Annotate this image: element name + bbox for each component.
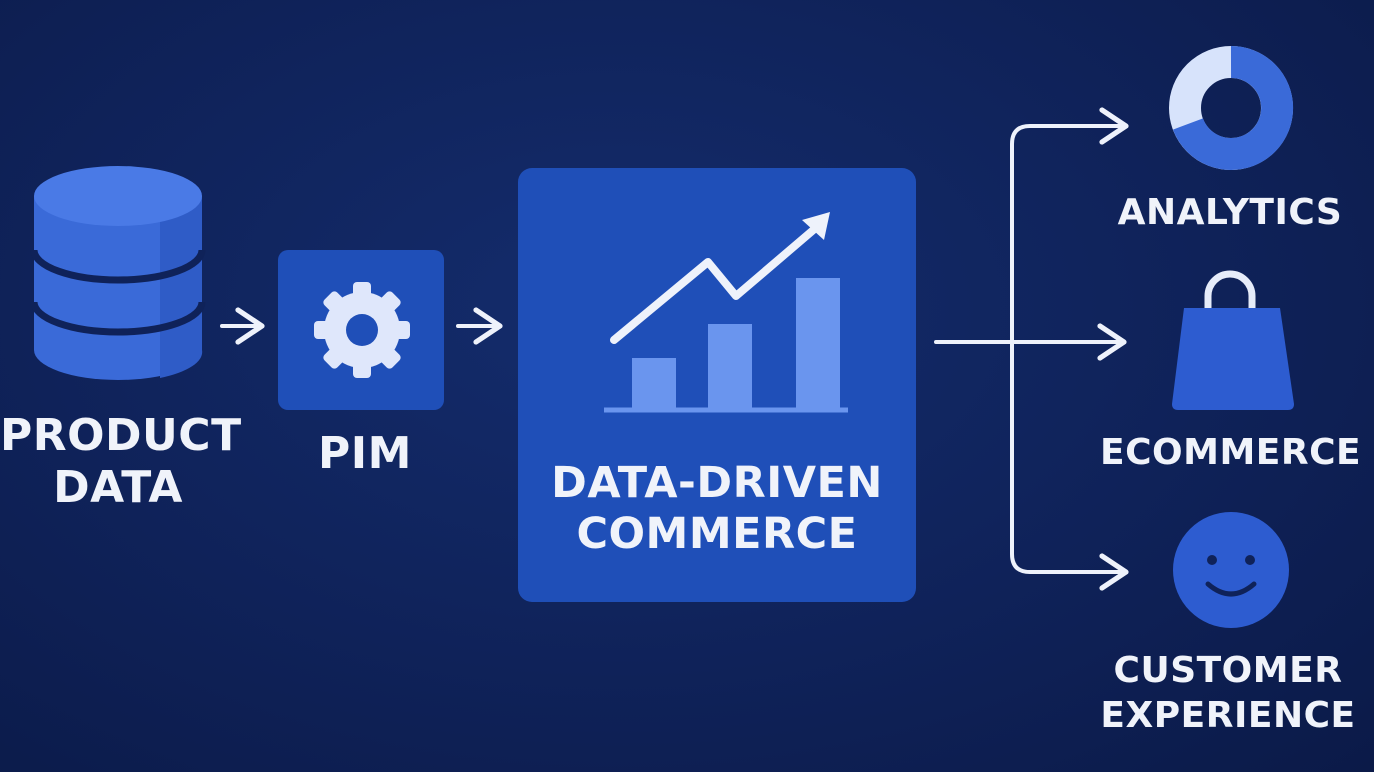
chart-bar-2 bbox=[708, 324, 752, 408]
product-data-label-line-1: PRODUCT bbox=[0, 410, 242, 461]
database-icon bbox=[30, 166, 206, 380]
trend-line bbox=[610, 222, 822, 344]
analytics-label: ANALYTICS bbox=[1117, 192, 1343, 233]
shopping-bag-icon bbox=[1172, 270, 1294, 410]
growth-chart-icon bbox=[604, 212, 848, 413]
output-connectors bbox=[934, 124, 1127, 574]
chart-bar-3 bbox=[796, 278, 840, 408]
donut-chart-icon bbox=[1169, 45, 1294, 170]
smiley-face-icon bbox=[1173, 512, 1289, 628]
data-driven-commerce-label: DATA-DRIVEN COMMERCE bbox=[518, 458, 916, 559]
chart-bar-1 bbox=[632, 358, 676, 408]
trend-arrowhead bbox=[802, 212, 830, 240]
pim-label: PIM bbox=[318, 428, 412, 479]
customer-experience-label: CUSTOMER EXPERIENCE bbox=[1098, 648, 1358, 738]
customer-experience-label-line-2: EXPERIENCE bbox=[1100, 695, 1356, 736]
product-data-label-line-2: DATA bbox=[53, 461, 183, 513]
pim-box bbox=[278, 250, 444, 410]
gear-icon bbox=[314, 282, 410, 378]
core-label-line-1: DATA-DRIVEN bbox=[551, 458, 883, 508]
core-label-line-2: COMMERCE bbox=[576, 508, 858, 559]
product-data-label: PRODUCT DATA bbox=[0, 410, 242, 514]
ecommerce-label: ECOMMERCE bbox=[1100, 432, 1362, 473]
data-driven-commerce-box bbox=[518, 168, 916, 602]
customer-experience-label-line-1: CUSTOMER bbox=[1113, 650, 1343, 691]
